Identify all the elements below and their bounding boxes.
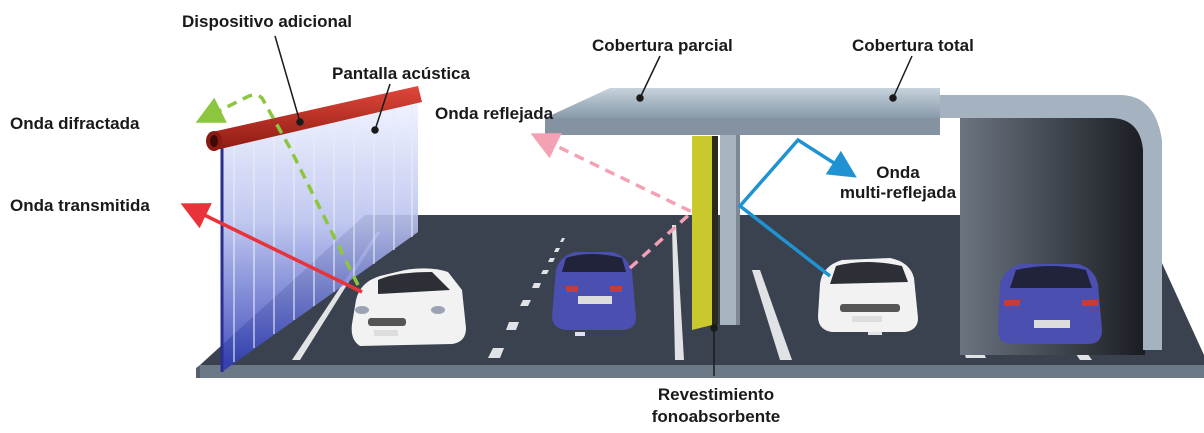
car-white-left: [351, 268, 466, 346]
label-cobertura-parcial: Cobertura parcial: [592, 36, 733, 55]
car-white-right: [818, 258, 918, 332]
multi-reflected-wave: [737, 137, 857, 278]
label-onda-multi-reflejada: Onda multi-reflejada: [818, 163, 978, 203]
label-revestimiento-line1: Revestimiento: [657, 385, 775, 404]
label-revestimiento-line2: fonoabsorbente: [651, 407, 781, 426]
label-onda-reflejada: Onda reflejada: [435, 104, 554, 123]
transmitted-wave: [180, 203, 363, 294]
reflected-wave: [530, 133, 696, 270]
label-onda-difractada: Onda difractada: [10, 114, 140, 133]
car-blue-right: [998, 264, 1102, 344]
noise-barrier: [220, 98, 418, 372]
label-cobertura-total: Cobertura total: [852, 36, 974, 55]
additional-device-tube: [206, 86, 422, 151]
label-dispositivo-adicional: Dispositivo adicional: [182, 12, 353, 31]
label-onda-multi-line2: multi-reflejada: [839, 183, 957, 202]
roof-slab: [545, 88, 940, 135]
diffracted-wave: [195, 93, 360, 286]
car-blue-middle: [552, 252, 636, 330]
leader-lines: [274, 35, 913, 376]
absorbent-lining: [692, 136, 718, 330]
support-column: [720, 135, 736, 325]
label-pantalla-acustica: Pantalla acústica: [332, 64, 470, 83]
label-onda-multi-line1: Onda: [876, 163, 920, 182]
label-onda-transmitida: Onda transmitida: [10, 196, 150, 215]
label-revestimiento-fonoabsorbente: Revestimiento fonoabsorbente: [626, 384, 806, 428]
